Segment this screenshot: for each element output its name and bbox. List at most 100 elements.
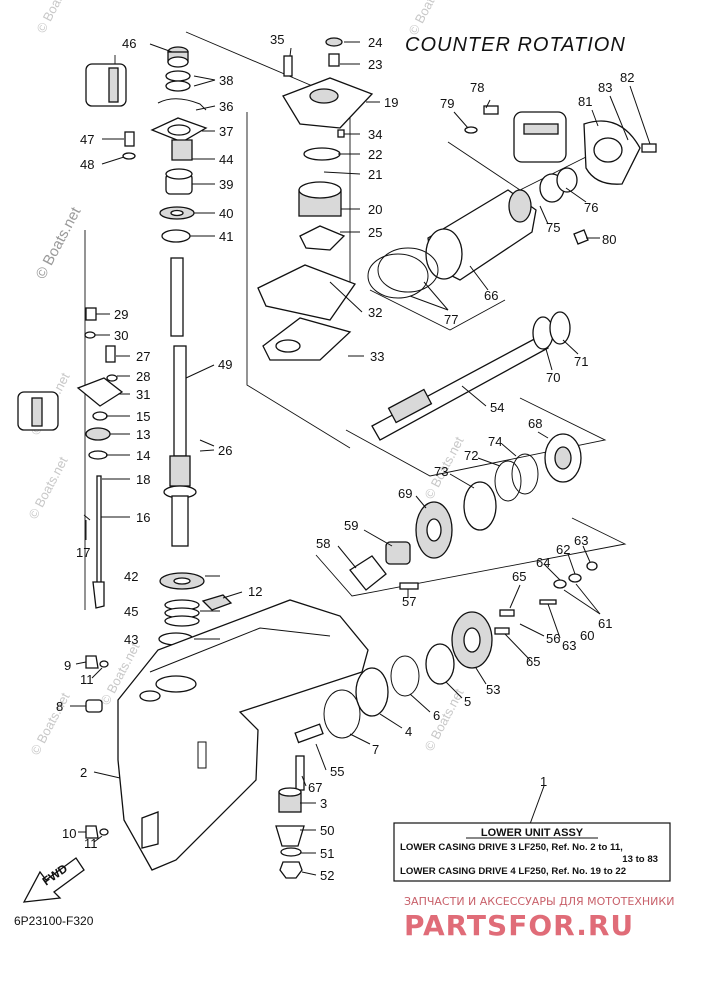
callout-8: 8 [56,699,63,714]
callout-30: 30 [114,328,128,343]
callout-11a: 11 [80,672,94,687]
callout-73: 73 [434,464,448,479]
callout-18: 18 [136,472,150,487]
watermark-repeat: © Boats.net [25,454,70,522]
watermark-repeat: © Boats.net [33,0,78,35]
callout-81: 81 [578,94,592,109]
table-title: LOWER UNIT ASSY [481,827,584,839]
callout-32: 32 [368,305,382,320]
callout-78: 78 [470,80,484,95]
callout-21: 21 [368,167,382,182]
watermark-repeat: © Boats.net [27,690,72,758]
callout-16: 16 [136,510,150,525]
callout-69: 69 [398,486,412,501]
callout-50: 50 [320,823,334,838]
callout-64: 64 [536,555,550,570]
callout-13: 13 [136,427,150,442]
callout-67: 67 [308,780,322,795]
callout-77: 77 [444,312,458,327]
callout-71: 71 [574,354,588,369]
callout-43: 43 [124,632,138,647]
callout-79: 79 [440,96,454,111]
callout-49: 49 [218,357,232,372]
footer-brand: PARTSFOR.RU [404,909,634,942]
callout-52: 52 [320,868,334,883]
callout-65b: 65 [526,654,540,669]
callout-66: 66 [484,288,498,303]
callout-labels: 1 2 3 4 5 6 7 8 9 10 11 11 12 13 14 15 1… [56,32,634,883]
callout-2: 2 [80,765,87,780]
callout-27: 27 [136,349,150,364]
callout-58: 58 [316,536,330,551]
callout-40: 40 [219,206,233,221]
callout-70: 70 [546,370,560,385]
callout-28: 28 [136,369,150,384]
callout-5: 5 [464,694,471,709]
callout-7: 7 [372,742,379,757]
callout-38: 38 [219,73,233,88]
callout-19: 19 [384,95,398,110]
parts-drawing [17,31,657,903]
callout-31: 31 [136,387,150,402]
callout-57: 57 [402,594,416,609]
callout-82: 82 [620,70,634,85]
callout-4: 4 [405,724,412,739]
callout-54: 54 [490,400,504,415]
callout-12: 12 [248,584,262,599]
callout-55: 55 [330,764,344,779]
callout-62: 62 [556,542,570,557]
callout-42: 42 [124,569,138,584]
callout-17: 17 [76,545,90,560]
callout-3: 3 [320,796,327,811]
table-line-3: LOWER CASING DRIVE 4 LF250, Ref. No. 19 … [400,866,626,877]
callout-56: 56 [546,631,560,646]
table-line-2: 13 to 83 [622,854,658,865]
callout-65a: 65 [512,569,526,584]
callout-74: 74 [488,434,502,449]
callout-34: 34 [368,127,382,142]
watermark-repeat: © Boats.net [405,0,450,37]
callout-33: 33 [370,349,384,364]
callout-15: 15 [136,409,150,424]
callout-6: 6 [433,708,440,723]
callout-46: 46 [122,36,136,51]
callout-36: 36 [219,99,233,114]
callout-72: 72 [464,448,478,463]
callout-83: 83 [598,80,612,95]
callout-37: 37 [219,124,233,139]
callout-68: 68 [528,416,542,431]
callout-9: 9 [64,658,71,673]
diagram-code: 6P23100-F320 [14,914,94,928]
callout-47: 47 [80,132,94,147]
callout-10: 10 [62,826,76,841]
assembly-table: LOWER UNIT ASSY LOWER CASING DRIVE 3 LF2… [393,822,671,882]
callout-63a: 63 [574,533,588,548]
callout-20: 20 [368,202,382,217]
callout-48: 48 [80,157,94,172]
callout-60: 60 [580,628,594,643]
callout-23: 23 [368,57,382,72]
callout-75: 75 [546,220,560,235]
callout-45: 45 [124,604,138,619]
table-line-1: LOWER CASING DRIVE 3 LF250, Ref. No. 2 t… [400,842,623,853]
callout-53: 53 [486,682,500,697]
callout-76: 76 [584,200,598,215]
callout-1: 1 [540,774,547,789]
callout-14: 14 [136,448,150,463]
footer-ru-text: ЗАПЧАСТИ И АКСЕССУАРЫ ДЛЯ МОТОТЕХНИКИ [404,895,674,908]
callout-61: 61 [598,616,612,631]
leader-lines [70,41,651,876]
callout-59: 59 [344,518,358,533]
callout-22: 22 [368,147,382,162]
callout-41: 41 [219,229,233,244]
callout-80: 80 [602,232,616,247]
callout-26: 26 [218,443,232,458]
callout-35: 35 [270,32,284,47]
callout-25: 25 [368,225,382,240]
page-title: COUNTER ROTATION [405,34,626,56]
watermark-main: © Boats.net [33,204,85,282]
callout-11b: 11 [84,836,98,851]
callout-63b: 63 [562,638,576,653]
callout-29: 29 [114,307,128,322]
